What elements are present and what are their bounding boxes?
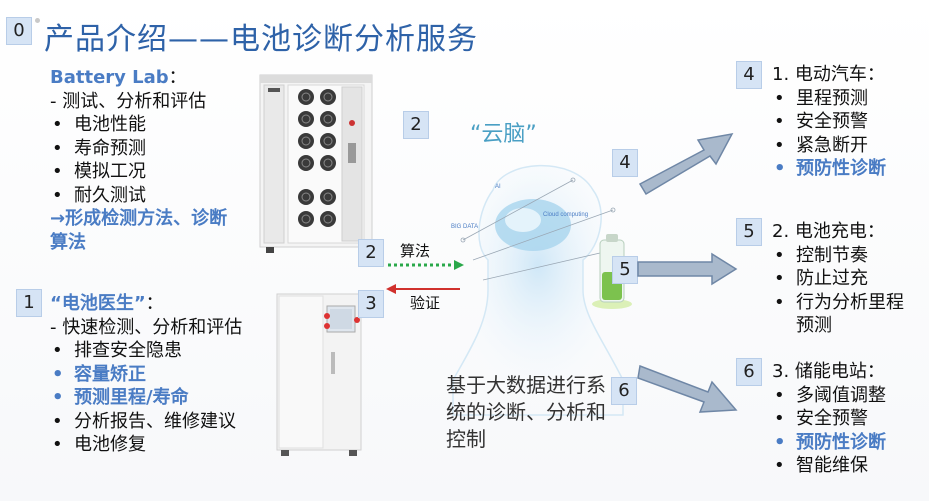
test-cabinet-image — [259, 74, 373, 253]
badge-6: 6 — [736, 358, 762, 386]
cloud-brain-image: AI BIG DATA Cloud computing — [451, 164, 624, 416]
battery-lab-item: 电池性能 — [50, 113, 240, 137]
verify-arrow — [386, 284, 460, 294]
page-title: 产品介绍——电池诊断分析服务 — [44, 22, 478, 57]
badge-0: 0 — [6, 17, 32, 45]
doctor-cabinet-image — [276, 293, 362, 456]
ev-block: 1. 电动汽车： 里程预测 安全预警 紧急断开 预防性诊断 — [772, 63, 886, 181]
battery-lab-heading: Battery Lab — [50, 67, 169, 88]
charging-block: 2. 电池充电： 控制节奏 防止过充 行为分析里程预测 — [772, 220, 906, 338]
charging-item: 控制节奏 — [772, 244, 906, 268]
badge-2-middle: 2 — [358, 239, 384, 267]
badge-5-arrow: 5 — [612, 256, 638, 284]
badge-3: 3 — [358, 290, 384, 318]
ev-heading: 1. 电动汽车： — [772, 64, 885, 85]
storage-item: 预防性诊断 — [772, 431, 886, 455]
algorithm-arrow — [388, 260, 464, 270]
charging-item: 行为分析里程预测 — [772, 291, 906, 338]
arrow-to-charging — [637, 252, 738, 286]
battery-doctor-colon: ： — [145, 293, 164, 314]
hud-ai-text: AI — [495, 184, 501, 190]
battery-doctor-item: 电池修复 — [50, 433, 242, 457]
storage-item: 智能维保 — [772, 454, 886, 478]
battery-doctor-item: 预测里程/寿命 — [50, 386, 242, 410]
arrow-to-ev — [638, 132, 734, 196]
battery-doctor-item: 容量矫正 — [50, 363, 242, 387]
cloud-brain-label: “云脑” — [470, 122, 537, 147]
battery-doctor-block: “电池医生”： - 快速检测、分析和评估 排查安全隐患 容量矫正 预测里程/寿命… — [50, 292, 242, 457]
analysis-caption: 基于大数据进行系统的诊断、分析和控制 — [446, 373, 606, 451]
badge-4-arrow: 4 — [612, 149, 638, 177]
charging-item: 防止过充 — [772, 267, 906, 291]
battery-lab-result: →形成检测方法、诊断算法 — [50, 208, 228, 253]
battery-lab-item: 耐久测试 — [50, 184, 240, 208]
arrow-to-storage — [637, 364, 738, 413]
battery-lab-item: 模拟工况 — [50, 160, 240, 184]
badge-2-top: 2 — [403, 111, 429, 139]
ev-item: 里程预测 — [772, 87, 886, 111]
badge-6-arrow: 6 — [611, 377, 637, 405]
badge-1: 1 — [16, 289, 42, 317]
storage-block: 3. 储能电站： 多阈值调整 安全预警 预防性诊断 智能维保 — [772, 360, 886, 478]
charging-heading: 2. 电池充电： — [772, 221, 885, 242]
battery-lab-intro: - 测试、分析和评估 — [50, 90, 207, 112]
hud-cloud-text: Cloud computing — [543, 212, 588, 218]
battery-doctor-heading: “电池医生” — [50, 293, 146, 314]
battery-doctor-item: 分析报告、维修建议 — [50, 410, 242, 434]
ev-item: 紧急断开 — [772, 134, 886, 158]
storage-item: 多阈值调整 — [772, 384, 886, 408]
storage-heading: 3. 储能电站： — [772, 361, 885, 382]
algorithm-label: 算法 — [400, 242, 431, 260]
storage-item: 安全预警 — [772, 407, 886, 431]
battery-lab-colon: ： — [168, 67, 187, 88]
hud-bigdata-text: BIG DATA — [451, 224, 478, 230]
badge-5: 5 — [736, 218, 762, 246]
battery-lab-item: 寿命预测 — [50, 137, 240, 161]
battery-doctor-item: 排查安全隐患 — [50, 339, 242, 363]
battery-lab-block: Battery Lab： - 测试、分析和评估 电池性能 寿命预测 模拟工况 耐… — [50, 66, 240, 254]
verify-label: 验证 — [410, 294, 441, 312]
badge-4: 4 — [736, 61, 762, 89]
ev-item: 预防性诊断 — [772, 157, 886, 181]
battery-doctor-intro: - 快速检测、分析和评估 — [50, 316, 243, 338]
ev-item: 安全预警 — [772, 110, 886, 134]
